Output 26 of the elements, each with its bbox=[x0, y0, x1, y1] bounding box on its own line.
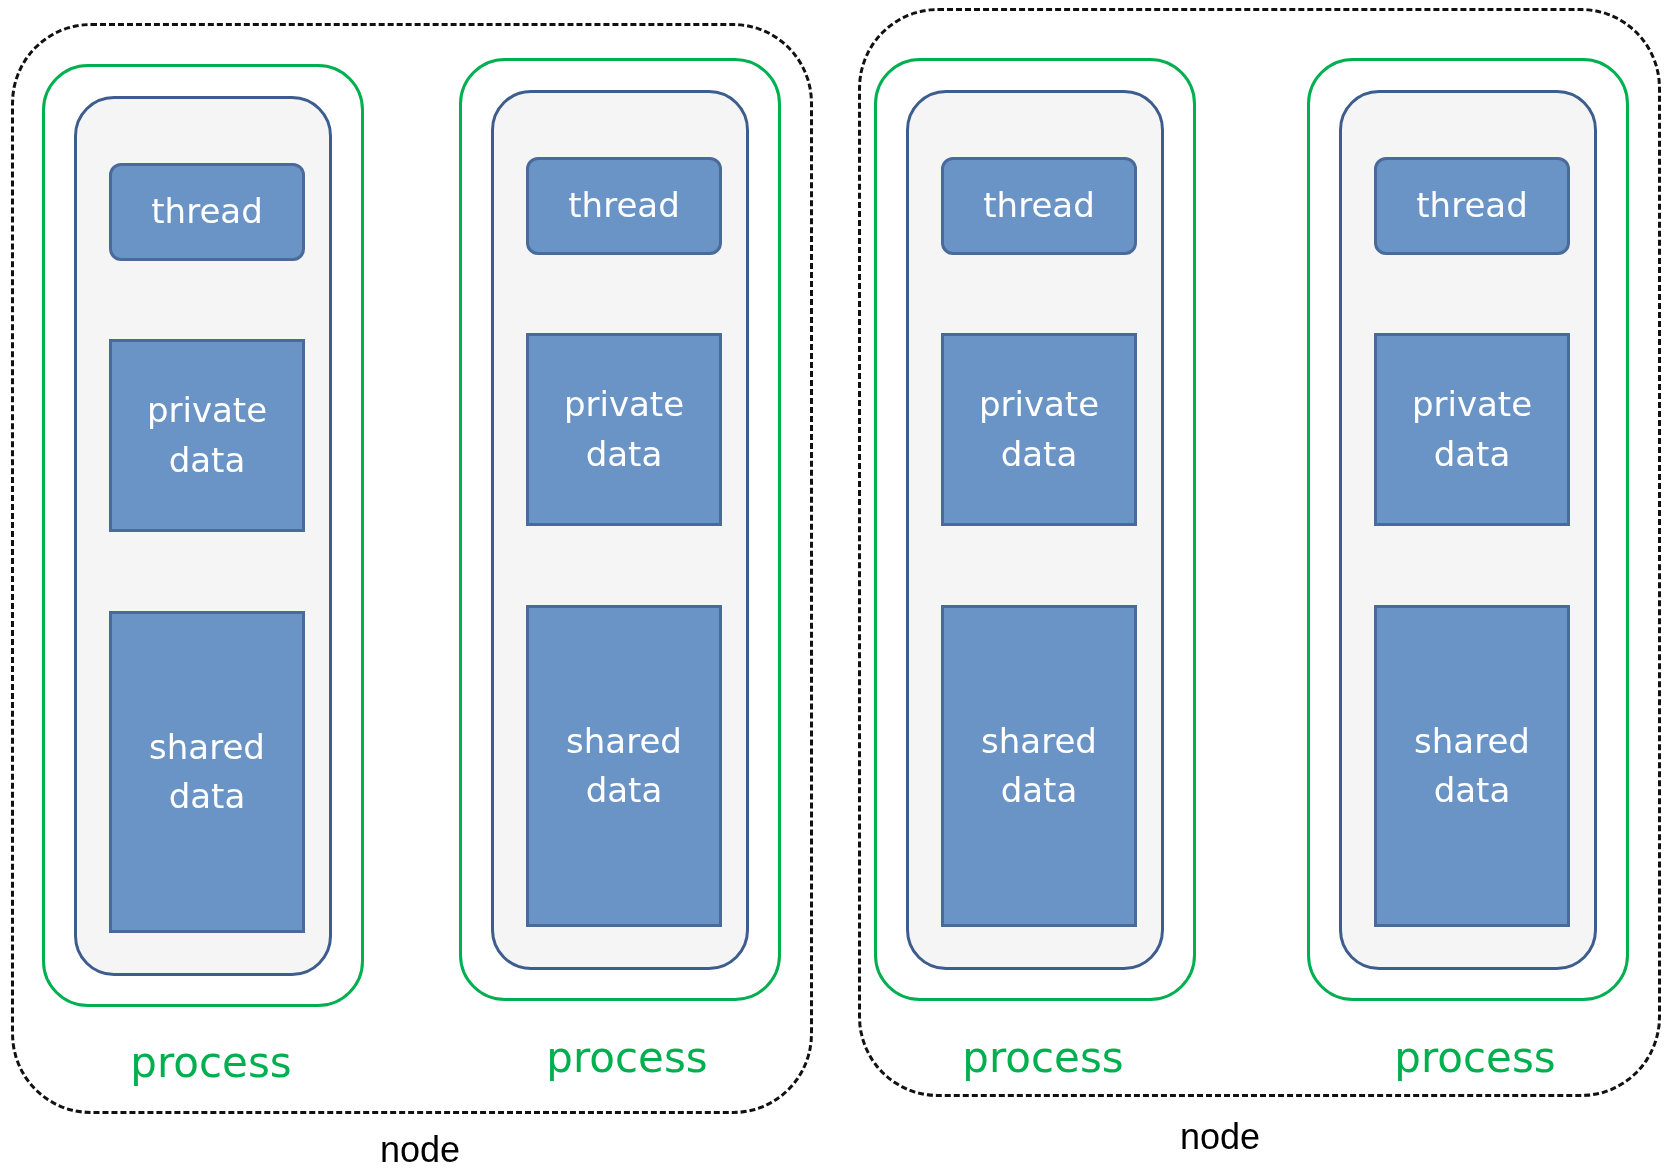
process-container bbox=[459, 58, 781, 1080]
data-box: private data bbox=[1374, 333, 1570, 526]
data-box: private data bbox=[526, 333, 722, 526]
data-box: shared data bbox=[526, 605, 722, 927]
inner-box bbox=[906, 90, 1164, 970]
data-box: thread bbox=[941, 157, 1137, 255]
data-box: thread bbox=[526, 157, 722, 255]
process-label: process bbox=[546, 1036, 708, 1080]
node-label: node bbox=[379, 1128, 461, 1172]
data-box: shared data bbox=[109, 611, 305, 933]
data-box: shared data bbox=[1374, 605, 1570, 927]
process-container bbox=[1307, 58, 1629, 1080]
process-container bbox=[874, 58, 1196, 1080]
process-label: process bbox=[1394, 1036, 1556, 1080]
inner-box bbox=[491, 90, 749, 970]
data-box: private data bbox=[941, 333, 1137, 526]
process-label: process bbox=[130, 1041, 292, 1085]
data-box: thread bbox=[1374, 157, 1570, 255]
inner-box bbox=[74, 96, 332, 976]
process-container bbox=[42, 64, 364, 1085]
node-label: node bbox=[1179, 1115, 1261, 1159]
data-box: thread bbox=[109, 163, 305, 261]
data-box: shared data bbox=[941, 605, 1137, 927]
data-box: private data bbox=[109, 339, 305, 532]
inner-box bbox=[1339, 90, 1597, 970]
process-label: process bbox=[962, 1036, 1124, 1080]
